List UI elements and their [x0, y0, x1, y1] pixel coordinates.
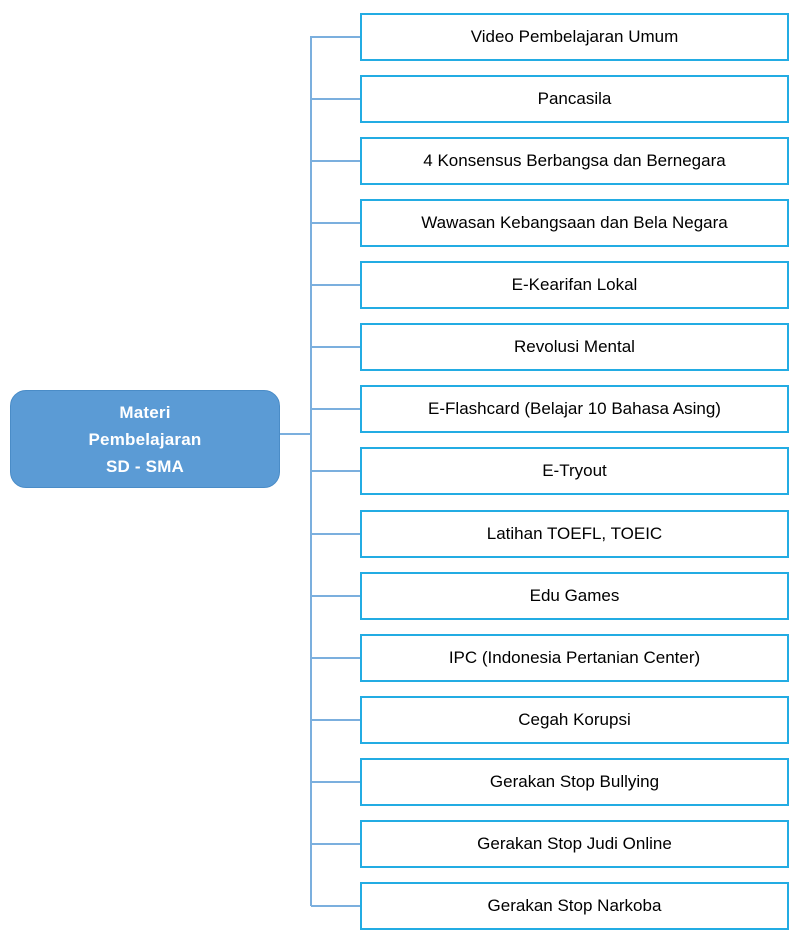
connector-branch — [311, 718, 360, 721]
connector-root-stem — [280, 433, 311, 435]
node-label: 4 Konsensus Berbangsa dan Bernegara — [423, 151, 726, 171]
node-label: E-Tryout — [542, 461, 607, 481]
connector-branch — [311, 532, 360, 535]
connector-branch — [311, 346, 360, 349]
node-box[interactable]: Edu Games — [360, 571, 789, 620]
connector-branch — [311, 842, 360, 845]
node-box[interactable]: Revolusi Mental — [360, 323, 789, 372]
connector-branch — [311, 780, 360, 783]
node-box[interactable]: Cegah Korupsi — [360, 695, 789, 744]
node-box[interactable]: E-Flashcard (Belajar 10 Bahasa Asing) — [360, 385, 789, 434]
node-label: Gerakan Stop Bullying — [489, 771, 660, 791]
node-label: Gerakan Stop Narkoba — [487, 895, 662, 915]
root-node[interactable]: Materi Pembelajaran SD - SMA — [10, 390, 280, 488]
connector-branch — [311, 160, 360, 163]
connector-branch — [311, 284, 360, 287]
node-label: Wawasan Kebangsaan dan Bela Negara — [421, 213, 728, 233]
node-box[interactable]: 4 Konsensus Berbangsa dan Bernegara — [360, 137, 789, 186]
node-box[interactable]: Gerakan Stop Bullying — [360, 757, 789, 806]
node-box[interactable]: Latihan TOEFL, TOEIC — [360, 509, 789, 558]
node-box[interactable]: Gerakan Stop Judi Online — [360, 819, 789, 868]
node-label: Video Pembelajaran Umum — [470, 27, 679, 46]
root-node-line-3: SD - SMA — [105, 456, 185, 476]
connector-branch — [311, 222, 360, 225]
node-label: Latihan TOEFL, TOEIC — [486, 523, 663, 543]
node-box[interactable]: Pancasila — [360, 75, 789, 124]
node-label: Cegah Korupsi — [518, 709, 631, 729]
connector-branch — [311, 36, 360, 38]
connector-branch — [311, 470, 360, 473]
node-label: E-Flashcard (Belajar 10 Bahasa Asing) — [428, 399, 721, 419]
node-box[interactable]: Wawasan Kebangsaan dan Bela Negara — [360, 199, 789, 248]
node-label: Revolusi Mental — [514, 337, 635, 357]
root-node-line-1: Materi — [119, 402, 171, 422]
node-box[interactable]: Video Pembelajaran Umum — [360, 13, 789, 61]
node-box[interactable]: E-Kearifan Lokal — [360, 261, 789, 310]
node-label: IPC (Indonesia Pertanian Center) — [448, 647, 701, 667]
connector-branch — [311, 656, 360, 659]
node-label: Pancasila — [537, 89, 612, 109]
node-label: Edu Games — [529, 585, 620, 605]
connector-branch — [311, 904, 360, 907]
connector-branch — [311, 408, 360, 411]
node-box[interactable]: E-Tryout — [360, 447, 789, 496]
root-node-line-2: Pembelajaran — [88, 429, 202, 449]
node-box[interactable]: IPC (Indonesia Pertanian Center) — [360, 633, 789, 682]
node-label: E-Kearifan Lokal — [511, 275, 638, 295]
node-box[interactable]: Gerakan Stop Narkoba — [360, 881, 789, 930]
connector-branch — [311, 594, 360, 597]
connector-branch — [311, 98, 360, 101]
node-label: Gerakan Stop Judi Online — [477, 833, 672, 853]
